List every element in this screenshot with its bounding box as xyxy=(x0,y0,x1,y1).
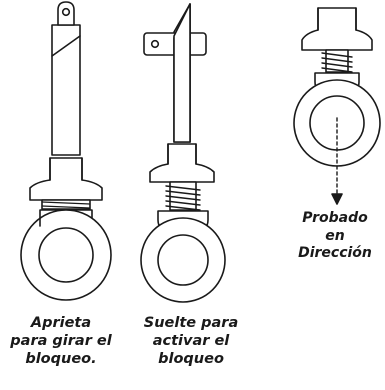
knob xyxy=(301,7,373,51)
caption-line: Probado xyxy=(302,210,368,226)
caption-line: Aprieta xyxy=(30,315,92,331)
spring-extended xyxy=(165,181,201,211)
caption-test-direction: Probado en Dirección xyxy=(290,210,380,263)
spring xyxy=(321,49,353,73)
caption-line: Dirección xyxy=(298,245,372,261)
caption-pressed-to-rotate: Aprieta para girar el bloqueo. xyxy=(0,314,122,368)
eye-ring xyxy=(293,79,381,167)
pin-rod xyxy=(51,1,81,156)
caption-line: en xyxy=(325,227,345,244)
eye-ring xyxy=(140,217,226,303)
pin-assembly-released xyxy=(140,3,226,303)
caption-line: activar el xyxy=(152,333,230,350)
knob xyxy=(149,143,215,183)
caption-released-to-activate: Suelte para activar el bloqueo xyxy=(130,314,252,368)
knob xyxy=(29,157,103,201)
caption-line: para girar el xyxy=(10,333,112,350)
caption-line: Suelte para xyxy=(143,315,239,331)
eye-ring xyxy=(20,209,112,301)
caption-line: bloqueo xyxy=(158,351,224,368)
pin-assembly-pressed xyxy=(20,1,112,301)
pin-assembly-test xyxy=(293,7,381,205)
spring-compressed xyxy=(41,199,91,210)
caption-line: bloqueo. xyxy=(25,351,97,368)
test-direction-arrow xyxy=(331,117,343,205)
